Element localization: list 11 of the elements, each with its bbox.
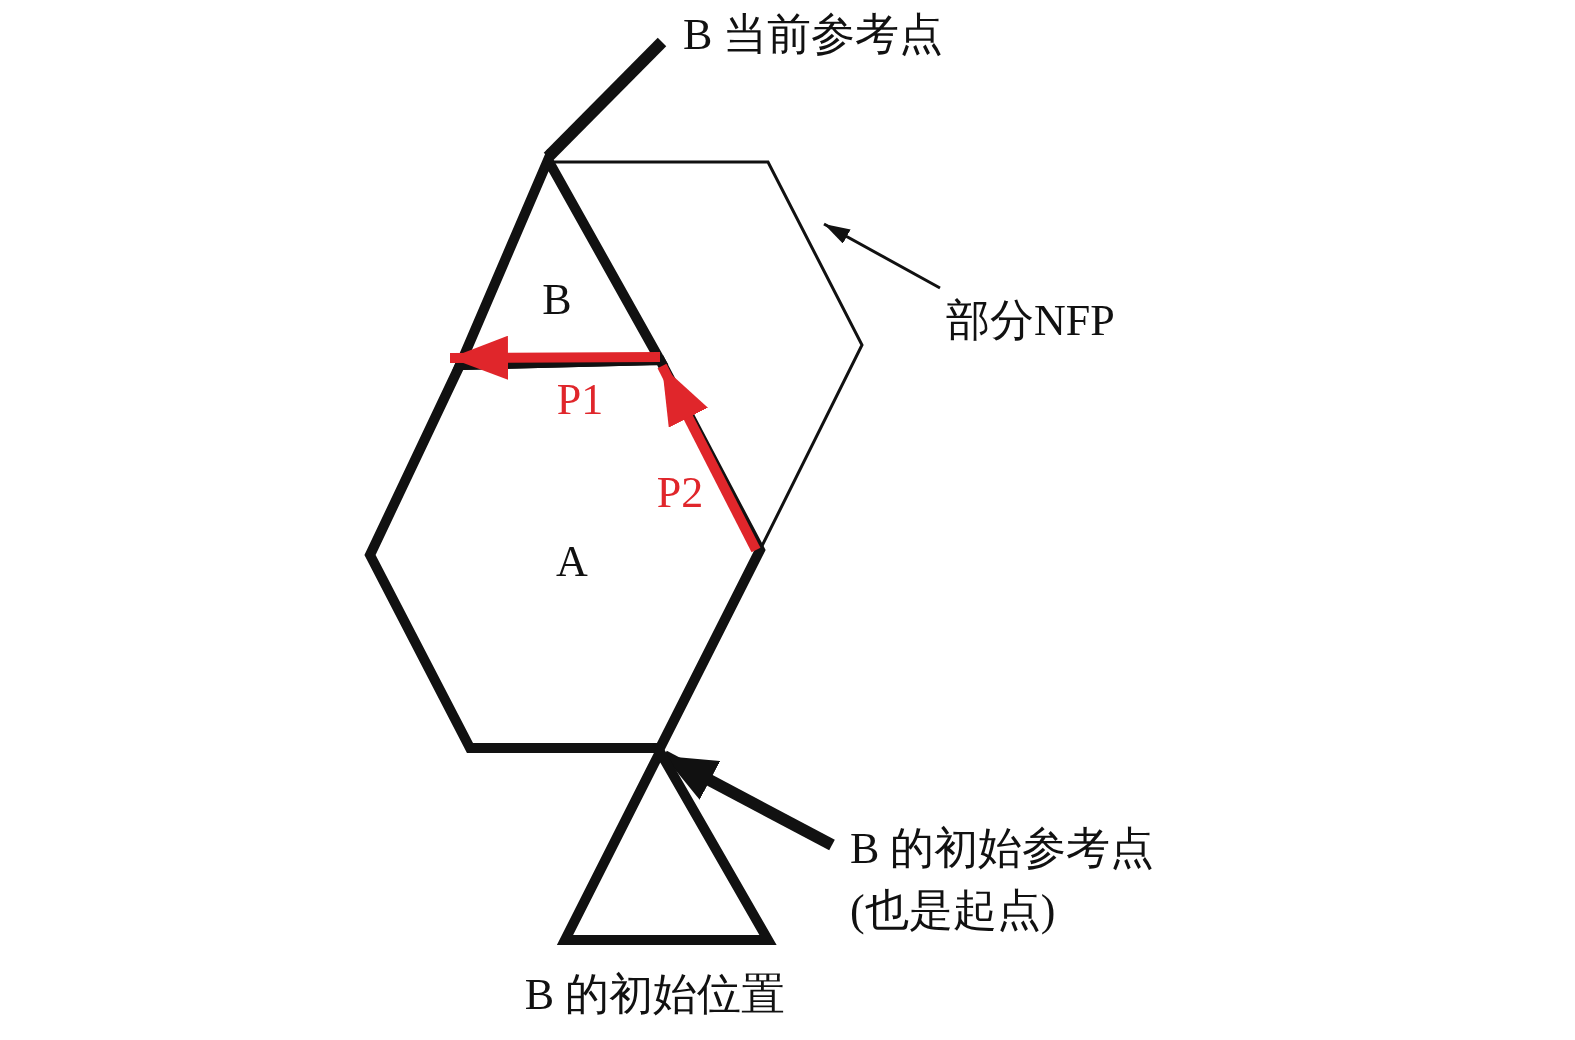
callout-label: B 当前参考点: [683, 9, 944, 61]
callout-label: 部分NFP: [946, 295, 1115, 347]
leader-line: [543, 37, 667, 162]
callout-label: B 的初始参考点 (也是起点): [850, 823, 1156, 937]
shape-label: B: [542, 274, 572, 326]
caption-text: B 的初始位置: [524, 969, 786, 1021]
edge-label: P2: [656, 467, 704, 519]
vector-label: P1: [556, 374, 604, 426]
leader-arrow: [823, 222, 941, 290]
shape-label: A: [556, 536, 588, 588]
leader-arrow: [657, 363, 761, 553]
